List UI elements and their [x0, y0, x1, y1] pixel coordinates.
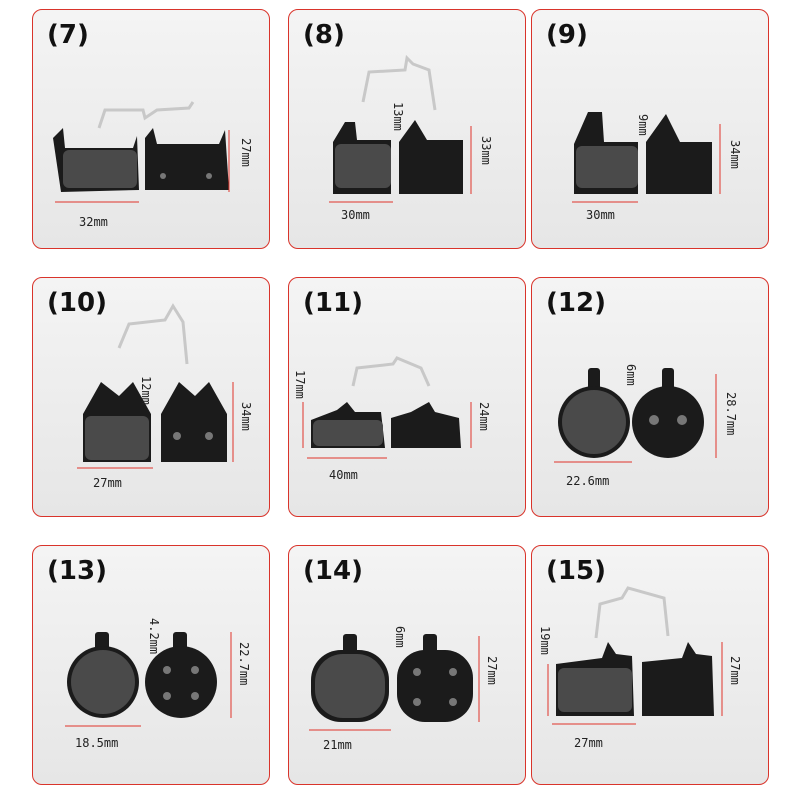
ear-dimension: 13mm — [391, 102, 405, 131]
brake-pad-illustration — [572, 112, 721, 203]
brake-pad-illustration — [53, 101, 230, 203]
width-dimension: 30mm — [341, 208, 370, 222]
panel-label: (13) — [47, 556, 107, 586]
panel-13: (13) 18.5mm 4.2mm 22.7mm — [32, 545, 270, 785]
width-dimension: 40mm — [329, 468, 358, 482]
height-dimension: 28.7mm — [724, 392, 738, 436]
panel-label: (7) — [47, 20, 89, 50]
panel-9: (9) 30mm 9mm 34mm — [531, 9, 769, 249]
width-dimension: 27mm — [93, 476, 122, 490]
panel-label: (14) — [303, 556, 363, 586]
ear-dimension: 6mm — [393, 626, 407, 648]
panel-label: (15) — [546, 556, 606, 586]
brake-pad-illustration — [547, 586, 723, 725]
brake-pad-illustration — [65, 632, 232, 727]
panel-11: (11) 40mm 17mm 24mm — [288, 277, 526, 517]
brake-pad-illustration — [329, 54, 472, 203]
width-dimension: 27mm — [574, 736, 603, 750]
panel-10: (10) 27mm 12mm 34mm — [32, 277, 270, 517]
panel-label: (12) — [546, 288, 606, 318]
height-dimension: 34mm — [239, 402, 253, 431]
width-dimension: 21mm — [323, 738, 352, 752]
brake-pad-illustration — [302, 356, 472, 459]
height-dimension: 27mm — [239, 138, 253, 167]
brake-pad-illustration — [554, 368, 717, 463]
panel-label: (9) — [546, 20, 588, 50]
panel-label: (8) — [303, 20, 345, 50]
height-dimension: 27mm — [485, 656, 499, 685]
left-height-dimension: 17mm — [293, 370, 307, 399]
panel-15: (15) 27mm 19mm 27mm — [531, 545, 769, 785]
ear-dimension: 4.2mm — [147, 618, 161, 655]
ear-dimension: 9mm — [636, 114, 650, 136]
panel-8: (8) 30mm 13mm 33mm — [288, 9, 526, 249]
height-dimension: 33mm — [479, 136, 493, 165]
brake-pad-illustration — [77, 303, 234, 469]
brake-pad-illustration — [309, 634, 480, 731]
ear-dimension: 6mm — [624, 364, 638, 386]
height-dimension: 34mm — [728, 140, 742, 169]
panel-label: (11) — [303, 288, 363, 318]
height-dimension: 24mm — [477, 402, 491, 431]
width-dimension: 30mm — [586, 208, 615, 222]
panel-7: (7) 32mm 27mm — [32, 9, 270, 249]
panel-label: (10) — [47, 288, 107, 318]
width-dimension: 32mm — [79, 215, 108, 229]
ear-dimension: 12mm — [139, 376, 153, 405]
height-dimension: 27mm — [728, 656, 742, 685]
height-dimension: 22.7mm — [237, 642, 251, 686]
width-dimension: 18.5mm — [75, 736, 119, 750]
panel-14: (14) 21mm 6mm 27mm — [288, 545, 526, 785]
left-height-dimension: 19mm — [538, 626, 552, 655]
panel-12: (12) 22.6mm 6mm 28.7mm — [531, 277, 769, 517]
width-dimension: 22.6mm — [566, 474, 610, 488]
